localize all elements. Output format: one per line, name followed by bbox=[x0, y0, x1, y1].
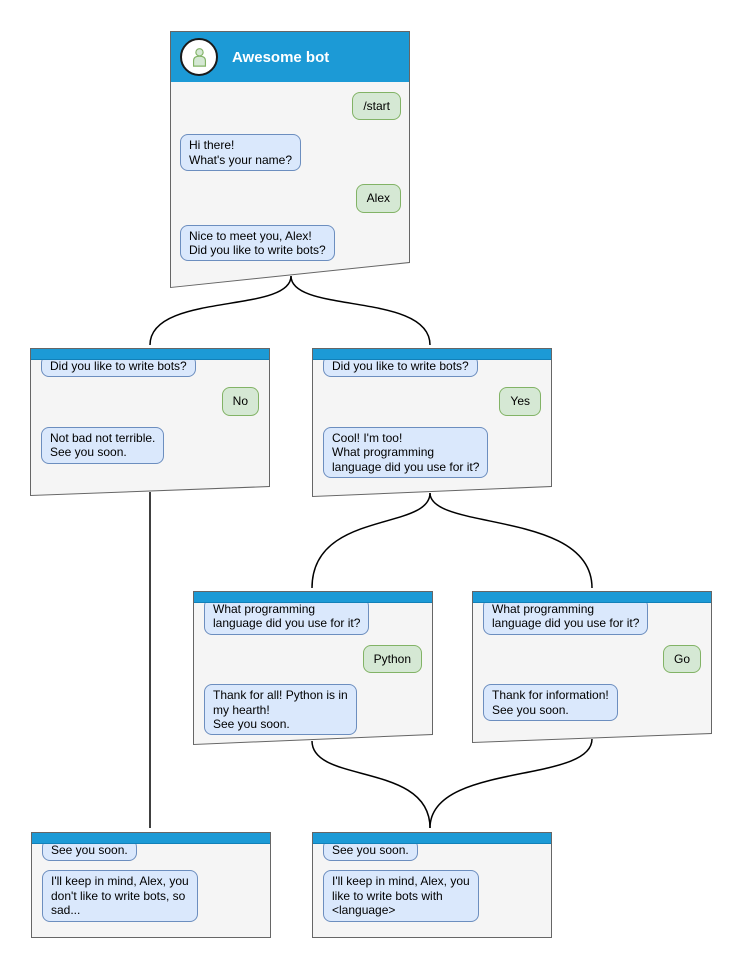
bot-message-bubble: Thank for all! Python is in my hearth! S… bbox=[204, 684, 357, 736]
chat-messages: Did you like to write bots? Yes Cool! I'… bbox=[313, 349, 551, 496]
bot-message-bubble: What programming language did you use fo… bbox=[483, 598, 649, 635]
bot-message-bubble: Hi there! What's your name? bbox=[180, 134, 302, 172]
chat-messages: See you soon. I'll keep in mind, Alex, y… bbox=[313, 833, 551, 937]
flow-node-end-yes: See you soon. I'll keep in mind, Alex, y… bbox=[312, 832, 552, 938]
flow-node-branch-python: What programming language did you use fo… bbox=[193, 591, 433, 745]
bot-message-bubble: Cool! I'm too! What programming language… bbox=[323, 426, 489, 478]
window-title: Awesome bot bbox=[232, 48, 330, 66]
flow-node-branch-yes: Did you like to write bots? Yes Cool! I'… bbox=[312, 348, 552, 497]
arrow-go-to-end-yes bbox=[429, 738, 593, 829]
chat-window-awesome-bot: Awesome bot /start Hi there! What's your… bbox=[170, 31, 410, 288]
flow-node-branch-go: What programming language did you use fo… bbox=[472, 591, 712, 743]
flow-node-branch-no: Did you like to write bots? No Not bad n… bbox=[30, 348, 270, 496]
chat-messages: What programming language did you use fo… bbox=[194, 592, 432, 744]
user-message-bubble: Python bbox=[362, 644, 422, 674]
person-icon bbox=[192, 47, 206, 67]
bot-avatar bbox=[180, 38, 218, 76]
bot-message-bubble: Nice to meet you, Alex! Did you like to … bbox=[180, 224, 335, 262]
user-message-bubble: No bbox=[221, 387, 259, 416]
window-titlebar bbox=[313, 833, 551, 844]
bot-message-bubble: What programming language did you use fo… bbox=[204, 598, 370, 635]
bot-message-bubble: I'll keep in mind, Alex, you don't like … bbox=[42, 870, 198, 922]
window-titlebar bbox=[31, 349, 269, 360]
chat-messages: /start Hi there! What's your name? Alex … bbox=[171, 32, 409, 287]
user-message-bubble: Yes bbox=[499, 387, 541, 416]
window-titlebar bbox=[194, 592, 432, 603]
bot-message-bubble: Thank for information! See you soon. bbox=[483, 684, 618, 721]
chat-messages: What programming language did you use fo… bbox=[473, 592, 711, 742]
arrow-branch-yes-to-python bbox=[311, 492, 431, 589]
bot-message-bubble: See you soon. bbox=[42, 839, 137, 862]
user-message-bubble: /start bbox=[352, 92, 401, 121]
bot-message-bubble: I'll keep in mind, Alex, you like to wri… bbox=[323, 870, 479, 922]
bot-message-bubble: Not bad not terrible. See you soon. bbox=[41, 426, 165, 464]
window-titlebar bbox=[473, 592, 711, 603]
bot-message-bubble: Did you like to write bots? bbox=[323, 355, 478, 378]
arrow-branch-yes-to-go bbox=[429, 492, 593, 589]
arrow-python-to-end-yes bbox=[311, 740, 431, 829]
window-titlebar bbox=[32, 833, 270, 844]
user-message-bubble: Go bbox=[662, 644, 701, 674]
flow-node-end-no: See you soon. I'll keep in mind, Alex, y… bbox=[31, 832, 271, 938]
chat-messages: See you soon. I'll keep in mind, Alex, y… bbox=[32, 833, 270, 937]
bot-message-bubble: Did you like to write bots? bbox=[41, 355, 196, 378]
window-titlebar bbox=[313, 349, 551, 360]
chat-messages: Did you like to write bots? No Not bad n… bbox=[31, 349, 269, 495]
user-message-bubble: Alex bbox=[355, 184, 401, 213]
window-titlebar: Awesome bot bbox=[171, 32, 409, 82]
